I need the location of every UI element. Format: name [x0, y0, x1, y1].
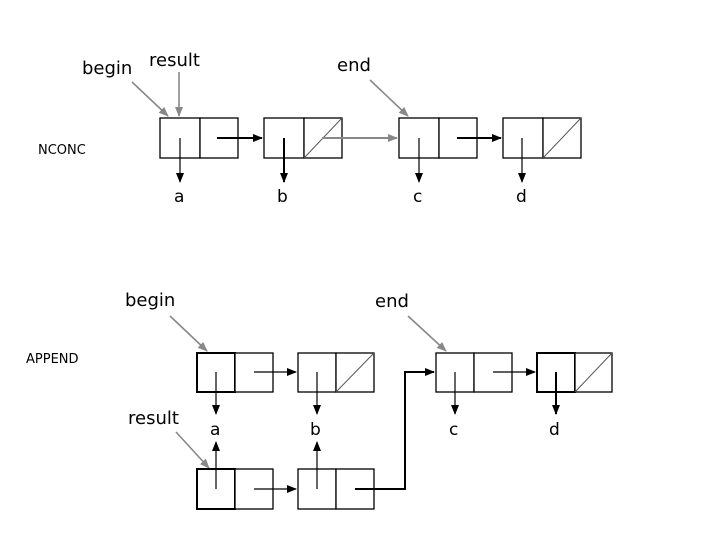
- nconc-value-c: c: [413, 187, 422, 207]
- nconc-begin-arrow: [131, 81, 169, 117]
- append-end-label: end: [375, 291, 409, 312]
- nconc-cons-cell-4: [502, 117, 582, 159]
- append-end-arrow: [407, 315, 447, 352]
- nconc-end-label: end: [337, 55, 371, 76]
- append-begin-label: begin: [125, 290, 175, 311]
- append-cons-cell-4: [536, 352, 613, 393]
- append-result-label: result: [128, 408, 179, 429]
- append-section: APPEND begin end result: [26, 290, 613, 510]
- append-section-label: APPEND: [26, 352, 79, 367]
- nconc-value-d: d: [516, 187, 527, 207]
- append-result-arrow: [175, 431, 210, 469]
- append-cons-cell-2: [297, 352, 375, 393]
- nconc-result-label: result: [149, 50, 200, 71]
- append-value-c: c: [449, 420, 458, 440]
- append-value-a: a: [210, 420, 220, 440]
- nconc-end-arrow: [369, 79, 409, 117]
- append-begin-arrow: [169, 315, 208, 352]
- nconc-section-label: NCONC: [38, 143, 86, 158]
- append-value-b: b: [310, 420, 321, 440]
- append-copy-to-c-link: [355, 368, 435, 490]
- nconc-section: NCONC begin result end: [38, 50, 582, 207]
- nconc-value-a: a: [174, 187, 184, 207]
- nconc-begin-label: begin: [82, 58, 132, 79]
- nconc-value-b: b: [277, 187, 288, 207]
- append-value-d: d: [549, 420, 560, 440]
